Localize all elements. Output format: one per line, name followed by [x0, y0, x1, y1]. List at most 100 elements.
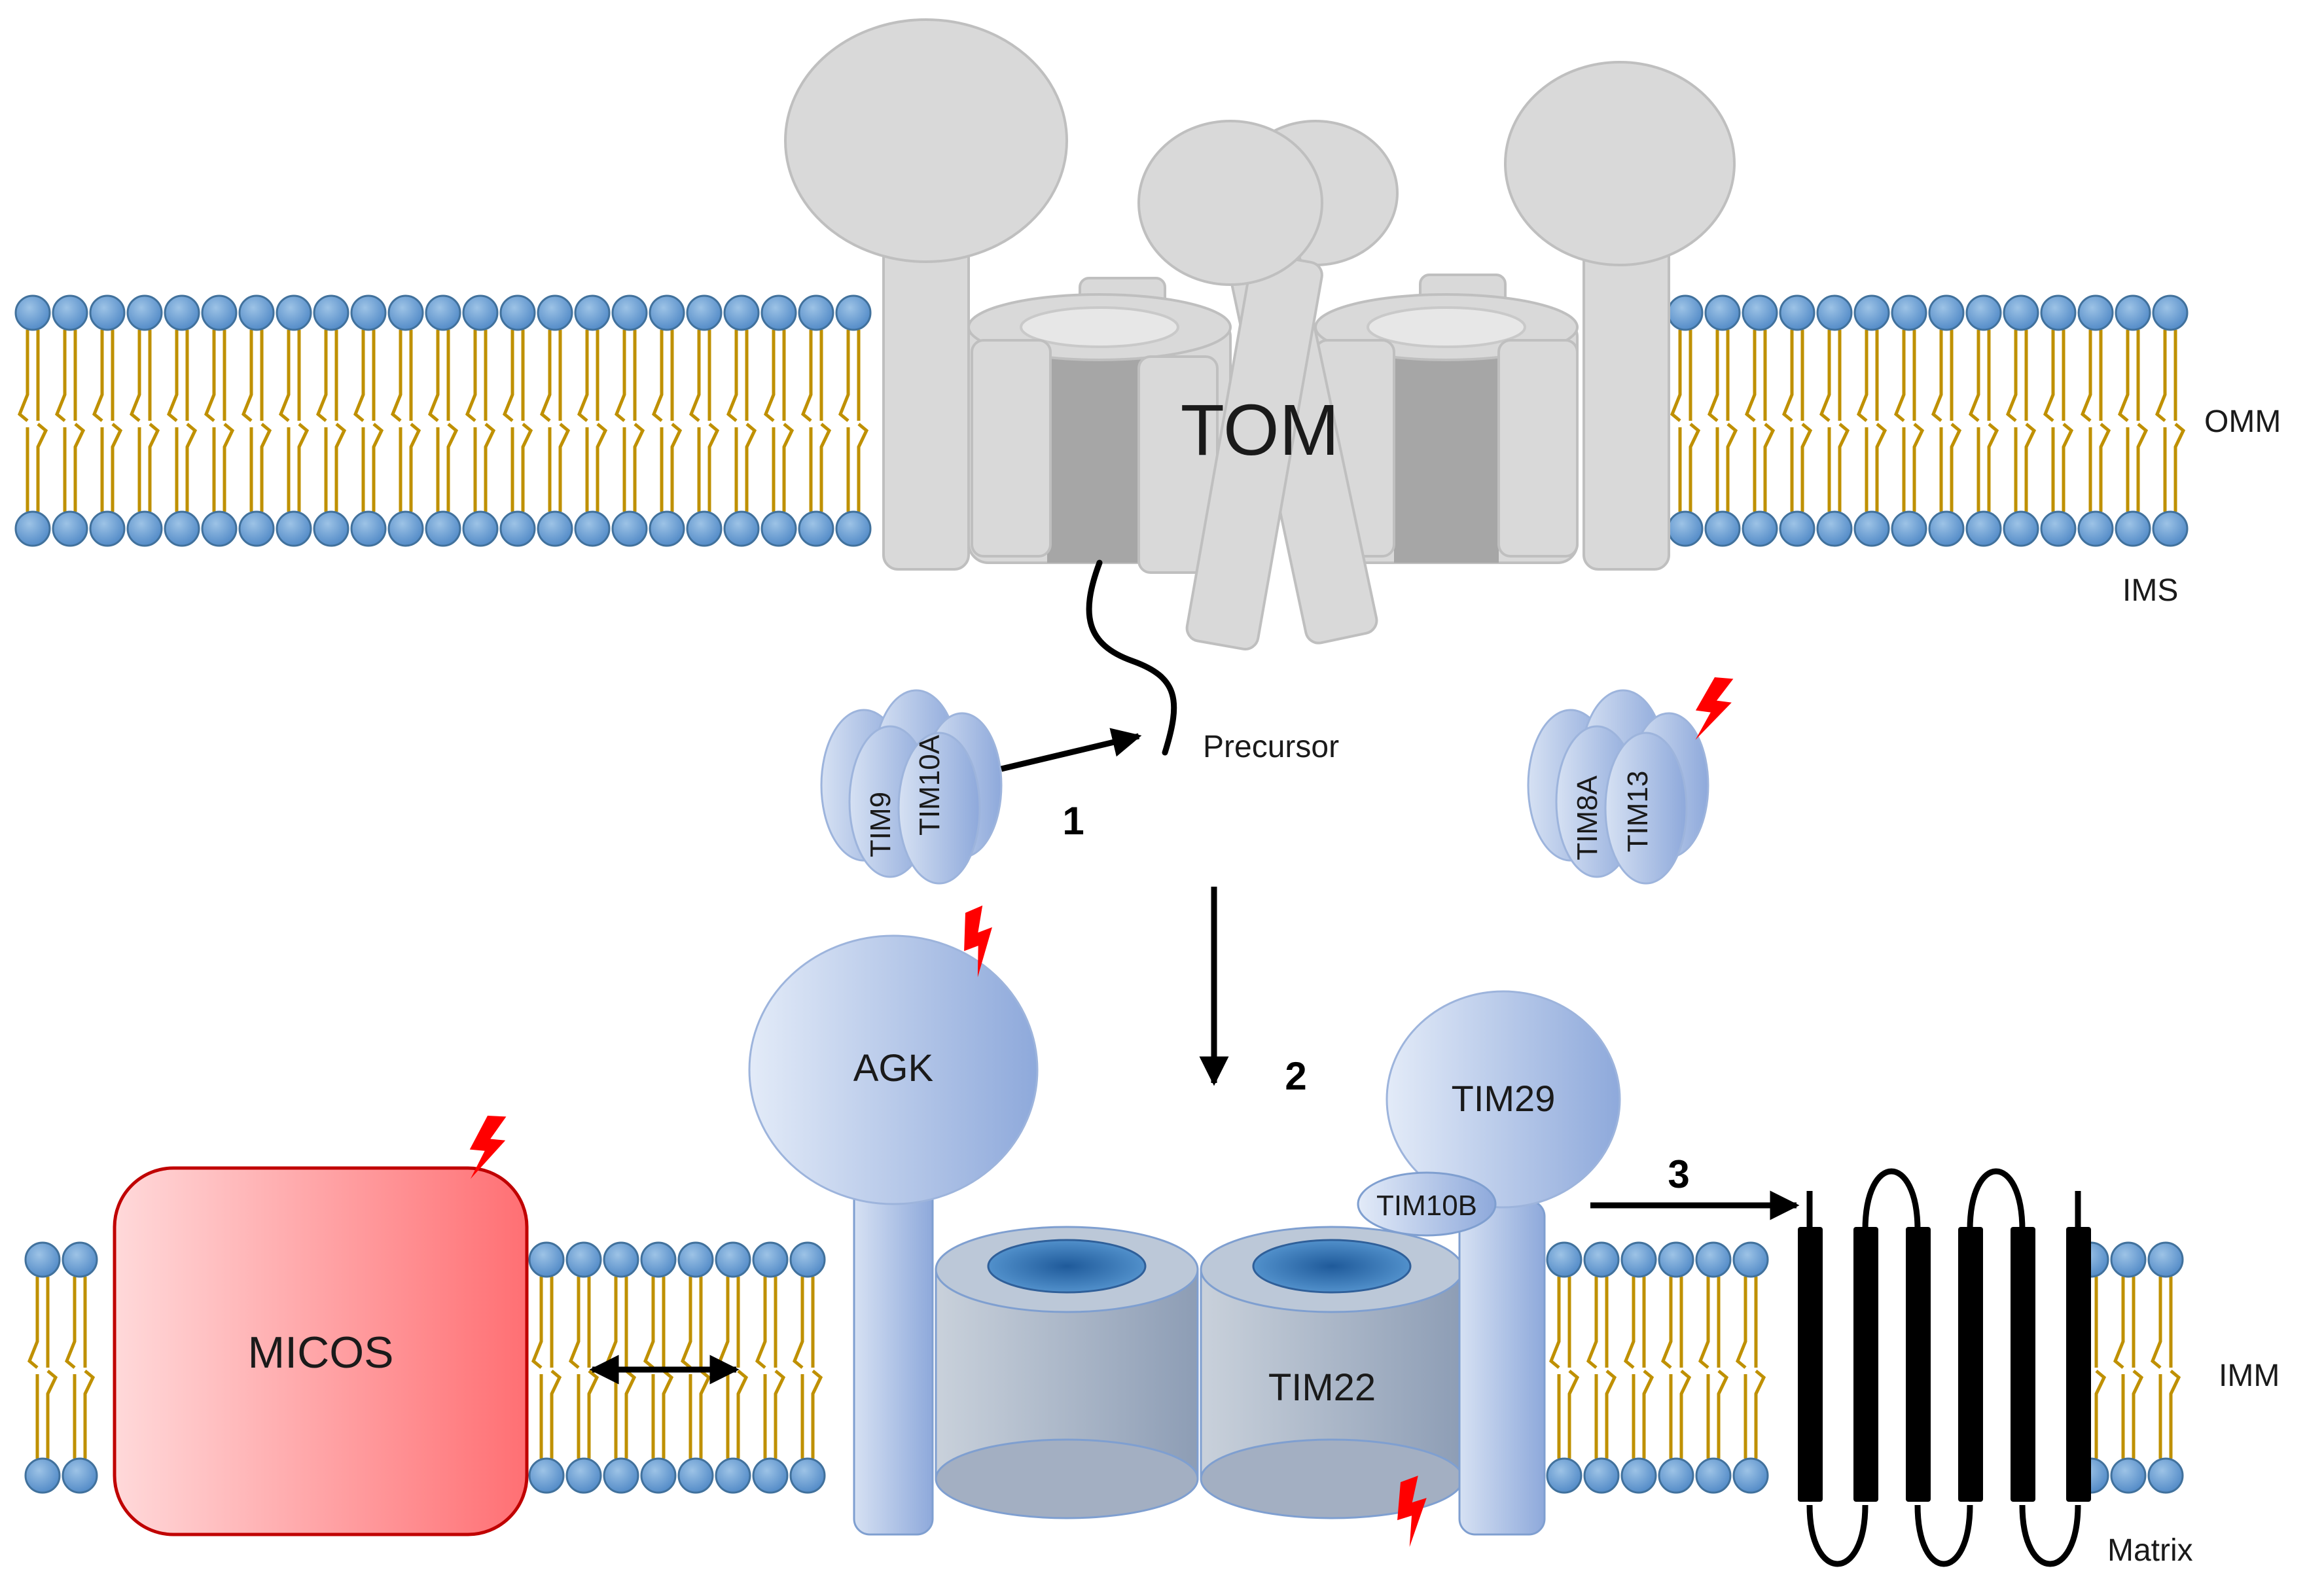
imm-lipid-headgroup: [2110, 1457, 2147, 1494]
omm-lipid-tail: [391, 330, 402, 422]
omm-lipid-headgroup: [1667, 510, 1704, 547]
omm-lipid-tail: [111, 423, 123, 512]
imm-lipid-headgroup: [1546, 1457, 1583, 1494]
omm-lipid-headgroup: [462, 294, 499, 331]
agk-protein: [748, 934, 1039, 1536]
imm-lipid-headgroup: [528, 1241, 565, 1278]
omm-lipid-headgroup: [1816, 294, 1853, 331]
imm-lipid-headgroup: [1658, 1457, 1694, 1494]
omm-lipid-tail: [1763, 423, 1776, 512]
omm-lipid-headgroup: [2115, 510, 2151, 547]
omm-lipid-headgroup: [1742, 510, 1778, 547]
omm-lipid-headgroup: [126, 294, 163, 331]
imm-lipid-tail: [699, 1370, 711, 1459]
imm-lipid-headgroup: [1732, 1457, 1769, 1494]
imm-lipid-headgroup: [603, 1457, 639, 1494]
micos-mutation-bolt-icon: [469, 1116, 507, 1179]
omm-lipid-tail: [652, 330, 664, 422]
step-2-label: 2: [1285, 1054, 1306, 1098]
omm-lipid-tail: [2099, 423, 2111, 512]
omm-lipid-headgroup: [499, 294, 536, 331]
omm-lipid-headgroup: [387, 294, 424, 331]
omm-lipid-headgroup: [425, 510, 461, 547]
imm-lipid-tail: [2169, 1370, 2181, 1459]
omm-lipid-headgroup: [350, 294, 387, 331]
omm-lipid-headgroup: [2152, 294, 2189, 331]
omm-lipid-headgroup: [649, 294, 685, 331]
omm-lipid-tail: [615, 330, 626, 422]
imm-lipid-tail: [1661, 1277, 1673, 1369]
omm-lipid-headgroup: [1853, 294, 1890, 331]
omm-lipid-headgroup: [313, 510, 349, 547]
omm-lipid-tail: [148, 423, 160, 512]
omm-lipid-headgroup: [835, 294, 872, 331]
omm-lipid-tail: [540, 330, 552, 422]
omm-lipid-headgroup: [649, 510, 685, 547]
omm-lipid-tail: [801, 330, 813, 422]
omm-lipid-headgroup: [574, 510, 611, 547]
imm-lipid-tail: [1754, 1370, 1766, 1459]
omm-lipid-headgroup: [760, 294, 797, 331]
omm-lipid-headgroup: [537, 294, 573, 331]
omm-lipid-headgroup: [1667, 294, 1704, 331]
omm-lipid-headgroup: [201, 294, 238, 331]
omm-lipid-headgroup: [611, 294, 648, 331]
imm-lipid-tail: [531, 1277, 543, 1369]
omm-lipid-tail: [2024, 423, 2037, 512]
imm-lipid-tail: [1624, 1277, 1636, 1369]
omm-lipid-headgroup: [1965, 510, 2002, 547]
precursor-chain: [1086, 559, 1177, 756]
omm-lipid-tail: [279, 330, 291, 422]
imm-lipid-headgroup: [603, 1241, 639, 1278]
imm-lipid-tail: [774, 1370, 786, 1459]
omm-lipid-headgroup: [2077, 510, 2114, 547]
imm-lipid-tail: [643, 1277, 655, 1369]
imm-lipid-headgroup: [565, 1457, 602, 1494]
imm-lipid-tail: [587, 1370, 599, 1459]
omm-lipid-headgroup: [52, 510, 88, 547]
omm-lipid-tail: [1912, 423, 1925, 512]
tim13-mutation-bolt-icon: [1695, 677, 1734, 740]
omm-lipid-tail: [484, 423, 496, 512]
precursor-label: Precursor: [1203, 730, 1339, 764]
omm-lipid-tail: [819, 423, 832, 512]
imm-lipid-tail: [624, 1370, 637, 1459]
imm-lipid-tail: [83, 1370, 96, 1459]
omm-lipid-tail: [223, 423, 235, 512]
omm-lipid-headgroup: [126, 510, 163, 547]
imm-lipid-tail: [1549, 1277, 1561, 1369]
imm-lipid-tail: [550, 1370, 562, 1459]
imm-lipid-headgroup: [1620, 1241, 1657, 1278]
omm-lipid-tail: [596, 423, 608, 512]
omm-lipid-tail: [36, 423, 48, 512]
omm-lipid-headgroup: [14, 510, 51, 547]
omm-lipid-tail: [241, 330, 253, 422]
imm-lipid-tail: [1717, 1370, 1729, 1459]
omm-lipid-headgroup: [387, 510, 424, 547]
imm-lipid-tail: [1736, 1277, 1747, 1369]
omm-lipid-headgroup: [574, 294, 611, 331]
omm-lipid-headgroup: [2003, 510, 2039, 547]
omm-lipid-headgroup: [89, 510, 126, 547]
imm-lipid-tail: [1605, 1370, 1617, 1459]
tim9-label: TIM9: [865, 792, 897, 857]
omm-lipid-headgroup: [686, 510, 723, 547]
imm-lipid-tail: [606, 1277, 618, 1369]
omm-lipid-tail: [633, 423, 645, 512]
imm-lipid-headgroup: [752, 1241, 789, 1278]
omm-lipid-headgroup: [89, 294, 126, 331]
tim22-label: TIM22: [1268, 1366, 1376, 1409]
omm-lipid-headgroup: [2003, 294, 2039, 331]
omm-lipid-headgroup: [723, 510, 760, 547]
step-3-label: 3: [1668, 1152, 1689, 1196]
omm-lipid-tail: [521, 423, 533, 512]
omm-lipid-tail: [2118, 330, 2130, 422]
omm-lipid-headgroup: [2115, 294, 2151, 331]
imm-lipid-headgroup: [715, 1457, 751, 1494]
omm-lipid-headgroup: [835, 510, 872, 547]
omm-lipid-tail: [446, 423, 459, 512]
imm-lipid-tail: [2094, 1370, 2107, 1459]
omm-lipid-headgroup: [798, 294, 834, 331]
omm-lipid-headgroup: [2040, 510, 2077, 547]
